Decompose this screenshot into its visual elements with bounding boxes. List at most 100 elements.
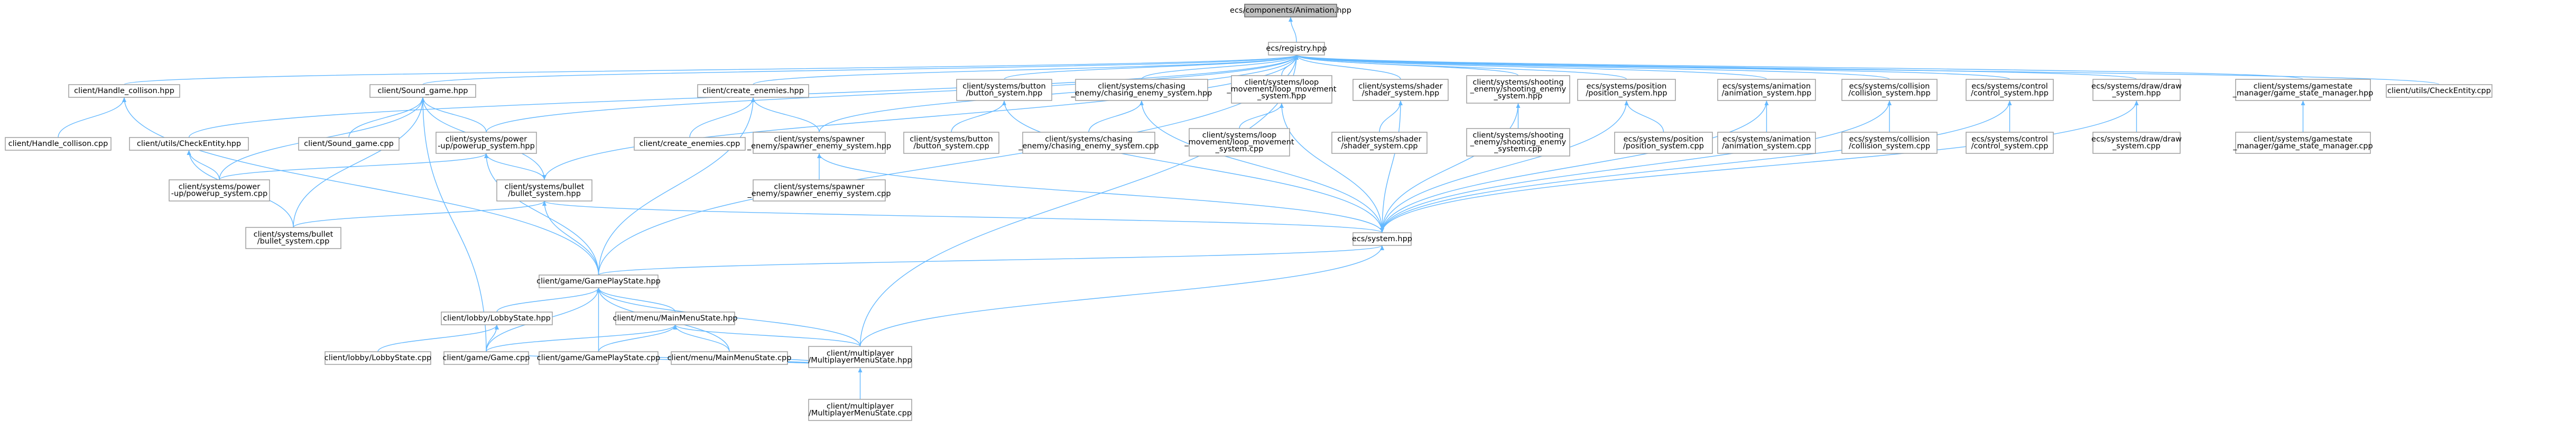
- node-label: /animation_system.hpp: [1722, 89, 1812, 98]
- node-chasing_hpp[interactable]: client/systems/chasing_enemy/chasing_ene…: [1071, 79, 1212, 101]
- node-box: [2092, 132, 2181, 154]
- node-mainmenu_hpp[interactable]: client/menu/MainMenuState.hpp: [613, 312, 738, 325]
- node-powerup_cpp[interactable]: client/systems/power-up/powerup_system.c…: [169, 179, 270, 202]
- node-shader_cpp[interactable]: client/systems/shader/shader_system.cpp: [1331, 132, 1428, 154]
- node-checkentity2[interactable]: client/utils/CheckEntity.cpp: [2386, 84, 2492, 98]
- node-game_cpp[interactable]: client/game/Game.cpp: [443, 351, 530, 365]
- node-gsm_cpp[interactable]: client/systems/gamestate_manager/game_st…: [2232, 132, 2373, 154]
- node-create_hpp[interactable]: client/create_enemies.hpp: [697, 84, 809, 98]
- node-powerup_hpp[interactable]: client/systems/power-up/powerup_system.h…: [435, 132, 537, 154]
- node-box: [808, 346, 912, 368]
- node-loop_cpp[interactable]: client/systems/loop_movement/loop_moveme…: [1184, 128, 1294, 157]
- node-box: [1331, 132, 1428, 154]
- node-box: [68, 84, 180, 98]
- node-mp_hpp[interactable]: client/multiplayer/MultiplayerMenuState.…: [808, 346, 912, 368]
- node-lobby_cpp[interactable]: client/lobby/LobbyState.cpp: [325, 351, 432, 365]
- node-mainmenu_cpp[interactable]: client/menu/MainMenuState.cpp: [668, 351, 792, 365]
- node-label: ecs/components/Animation.hpp: [1230, 6, 1351, 15]
- node-label: /bullet_system.hpp: [508, 190, 581, 198]
- edge-powerup_hpp-to-registry: [486, 54, 1297, 133]
- node-draw_cpp[interactable]: ecs/systems/draw/draw_system.cpp: [2091, 132, 2182, 154]
- edge-shader_cpp-to-shader_hpp: [1379, 100, 1401, 133]
- node-label: ecs/systems/animation: [1722, 135, 1811, 144]
- edge-button_cpp-to-button_hpp: [951, 100, 1005, 133]
- edge-powerup_hpp-to-bullet_hpp: [486, 153, 545, 180]
- node-spawner_hpp[interactable]: client/systems/spawner_enemy/spawner_ene…: [747, 132, 891, 154]
- arrowhead-spawner_cpp-to-spawner_hpp: [817, 153, 821, 158]
- edge-chasing_cpp-to-chasing_hpp: [1088, 100, 1142, 133]
- edge-create_cpp-to-create_hpp: [689, 97, 754, 138]
- edge-bullet_cpp-to-sound_hpp: [293, 97, 423, 228]
- edge-handle_hpp-to-registry: [124, 54, 1297, 85]
- node-animsys_hpp[interactable]: ecs/systems/animation/animation_system.h…: [1717, 79, 1816, 101]
- node-label: /control_system.hpp: [1971, 89, 2049, 98]
- node-shooting_cpp[interactable]: client/systems/shooting_enemy/shooting_e…: [1466, 128, 1570, 157]
- node-label: _system.cpp: [1215, 145, 1264, 153]
- node-label: ecs/systems/collision: [1849, 135, 1930, 144]
- node-position_hpp[interactable]: ecs/systems/position/position_system.hpp: [1577, 79, 1676, 101]
- node-handle_cpp[interactable]: client/Handle_collison.cpp: [5, 137, 112, 151]
- node-sound_hpp[interactable]: client/Sound_game.hpp: [369, 84, 476, 98]
- node-box: [443, 351, 529, 365]
- edge-animsys_hpp-to-system_hpp: [1382, 100, 1767, 233]
- edge-collision_hpp-to-system_hpp: [1382, 100, 1890, 233]
- node-box: [441, 312, 553, 325]
- node-spawner_cpp[interactable]: client/systems/spawner_enemy/spawner_ene…: [747, 179, 891, 202]
- arrowhead-spawner_hpp-to-create_hpp: [751, 97, 755, 102]
- node-box: [539, 351, 659, 365]
- node-button_hpp[interactable]: client/systems/button/button_system.hpp: [956, 79, 1052, 101]
- edge-gps_hpp-to-system_hpp: [598, 245, 1383, 276]
- node-registry[interactable]: ecs/registry.hpp: [1266, 42, 1327, 56]
- edge-loop_cpp-to-loop_hpp: [1239, 103, 1282, 129]
- node-control_hpp[interactable]: ecs/systems/control/control_system.hpp: [1966, 79, 2054, 101]
- node-bullet_hpp[interactable]: client/systems/bullet/bullet_system.hpp: [496, 179, 592, 202]
- edge-loop_hpp-to-system_hpp: [1281, 103, 1383, 233]
- edge-lobby_hpp-to-gps_hpp: [496, 287, 599, 313]
- node-label: _enemy/chasing_enemy_system.hpp: [1071, 89, 1212, 98]
- node-chasing_cpp[interactable]: client/systems/chasing_enemy/chasing_ene…: [1018, 132, 1159, 154]
- node-label: /shader_system.cpp: [1341, 142, 1417, 151]
- node-sound_cpp[interactable]: client/Sound_game.cpp: [298, 137, 400, 151]
- node-collision_cpp[interactable]: ecs/systems/collision/collision_system.c…: [1841, 132, 1938, 154]
- node-position_cpp[interactable]: ecs/systems/position/position_system.cpp: [1614, 132, 1713, 154]
- arrowhead-mp_hpp-to-mainmenu_hpp: [673, 325, 678, 330]
- node-shooting_hpp[interactable]: client/systems/shooting_enemy/shooting_e…: [1466, 75, 1570, 104]
- node-draw_hpp[interactable]: ecs/systems/draw/draw_system.hpp: [2091, 79, 2182, 101]
- node-create_cpp[interactable]: client/create_enemies.cpp: [634, 137, 746, 151]
- node-gsm_hpp[interactable]: client/systems/gamestate_manager/game_st…: [2232, 79, 2374, 101]
- node-box: [1717, 79, 1816, 101]
- node-loop_hpp[interactable]: client/systems/loop_movement/loop_moveme…: [1226, 75, 1337, 104]
- node-anim: ecs/components/Animation.hpp: [1230, 4, 1351, 17]
- node-checkentity_hpp[interactable]: client/utils/CheckEntity.hpp: [129, 137, 249, 151]
- node-box: [539, 275, 659, 288]
- node-mp_cpp[interactable]: client/multiplayer/MultiplayerMenuState.…: [808, 399, 912, 421]
- node-box: [435, 132, 537, 154]
- node-button_cpp[interactable]: client/systems/button/button_system.cpp: [903, 132, 999, 154]
- node-bullet_cpp[interactable]: client/systems/bullet/bullet_system.cpp: [245, 227, 341, 249]
- edge-collision_hpp-to-registry: [1296, 54, 1890, 80]
- edge-position_hpp-to-registry: [1296, 54, 1627, 80]
- node-animsys_cpp[interactable]: ecs/systems/animation/animation_system.c…: [1717, 132, 1816, 154]
- node-shader_hpp[interactable]: client/systems/shader/shader_system.hpp: [1352, 79, 1449, 101]
- node-box: [671, 351, 788, 365]
- node-control_cpp[interactable]: ecs/systems/control/control_system.cpp: [1966, 132, 2054, 154]
- node-gps_cpp[interactable]: client/game/GamePlayState.cpp: [537, 351, 661, 365]
- arrowhead-gsm_cpp-to-gsm_hpp: [2301, 100, 2305, 105]
- node-gps_hpp[interactable]: client/game/GamePlayState.hpp: [536, 275, 661, 288]
- node-label: /position_system.hpp: [1586, 89, 1667, 98]
- node-label: _system.hpp: [1494, 92, 1543, 100]
- node-box: [369, 84, 476, 98]
- node-box: [1577, 79, 1676, 101]
- node-box: [2235, 79, 2371, 101]
- node-collision_hpp[interactable]: ecs/systems/collision/collision_system.h…: [1841, 79, 1938, 101]
- node-lobby_hpp[interactable]: client/lobby/LobbyState.hpp: [441, 312, 553, 325]
- node-box: [2235, 132, 2371, 154]
- node-box: [298, 137, 400, 151]
- edge-lobby_cpp-to-lobby_hpp: [377, 324, 497, 352]
- arrowhead-mp_cpp-to-mp_hpp: [858, 368, 863, 372]
- node-box: [1075, 79, 1208, 101]
- node-system_hpp[interactable]: ecs/system.hpp: [1352, 232, 1412, 246]
- node-handle_hpp[interactable]: client/Handle_collison.hpp: [68, 84, 180, 98]
- edge-draw_hpp-to-registry: [1296, 54, 2137, 80]
- node-label: _movement/loop_movement: [1226, 85, 1337, 94]
